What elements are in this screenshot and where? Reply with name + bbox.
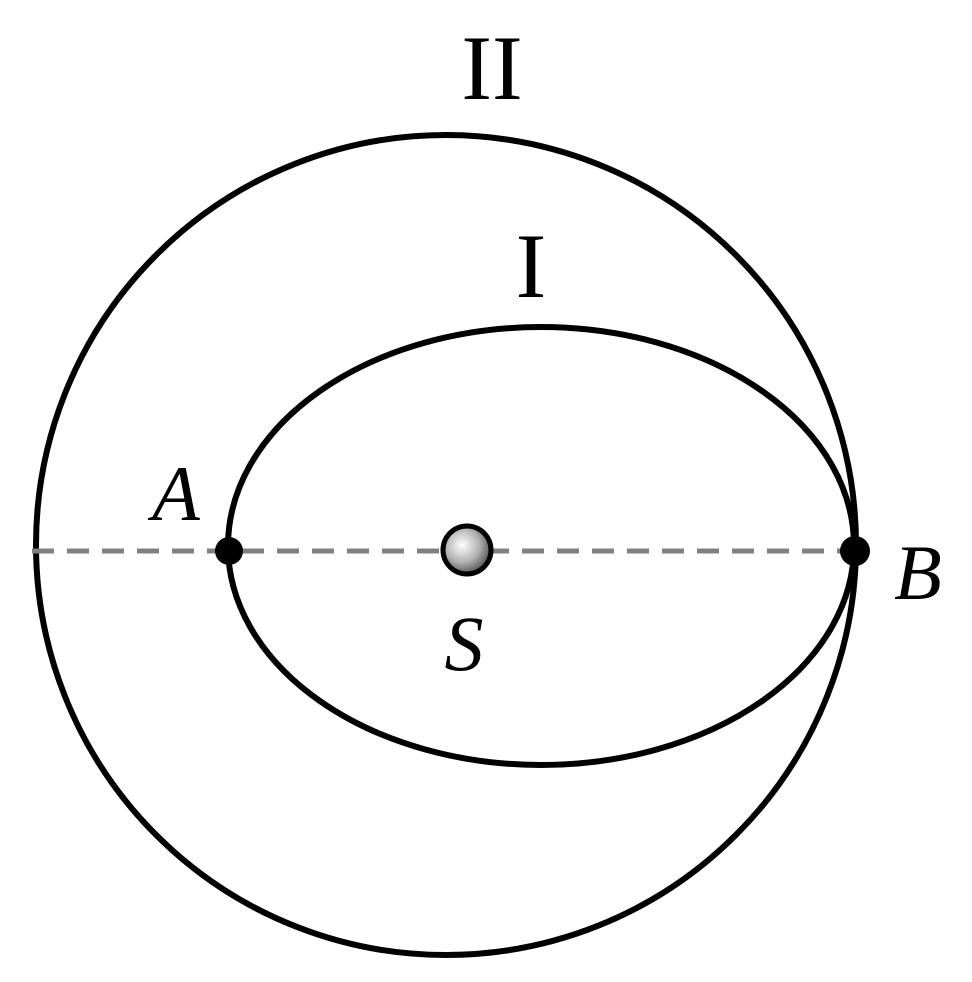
point-b-label: B — [894, 529, 942, 616]
point-a-dot — [215, 537, 243, 565]
orbit-ii-label: II — [461, 17, 522, 119]
sun-s-label: S — [445, 600, 484, 687]
point-a-label: A — [147, 450, 200, 537]
orbit-i-label: I — [516, 215, 547, 317]
point-b-dot — [840, 536, 870, 566]
orbit-i-ellipse — [225, 324, 857, 768]
sun-body — [440, 523, 494, 577]
